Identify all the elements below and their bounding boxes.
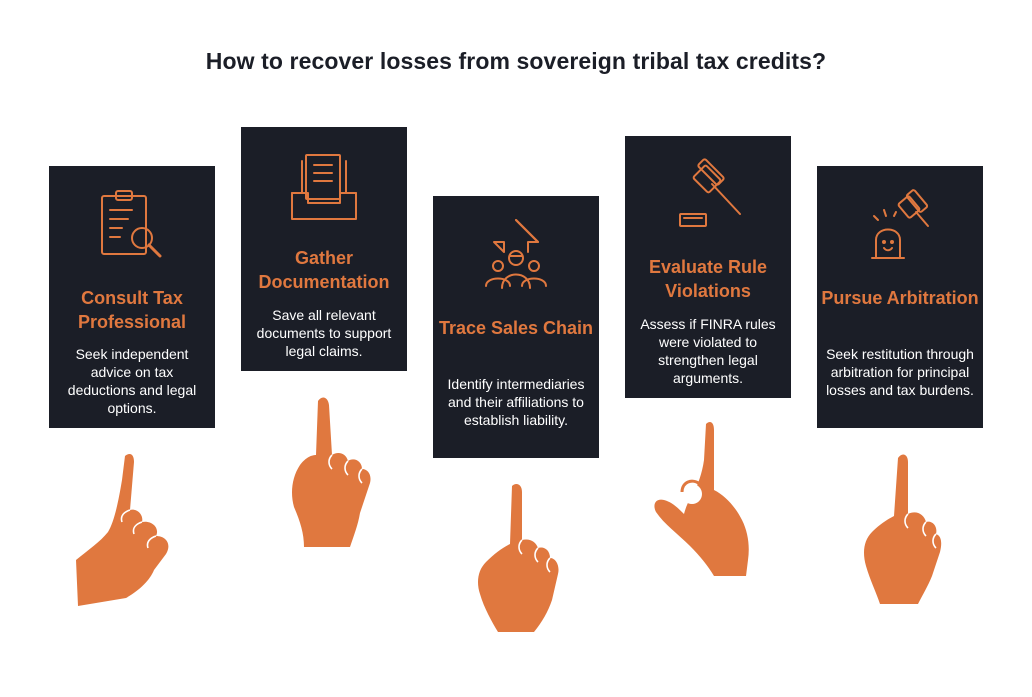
- step-card-evaluate: Evaluate Rule Violations Assess if FINRA…: [625, 136, 791, 398]
- step-card-trace: Trace Sales Chain Identify intermediarie…: [433, 196, 599, 458]
- step-description: Seek independent advice on tax deduction…: [67, 346, 197, 416]
- step-heading: Trace Sales Chain: [438, 318, 594, 338]
- clipboard-search-icon: [49, 188, 215, 268]
- pointing-hand-2: [292, 397, 371, 547]
- gavel-bell-icon: [817, 186, 983, 266]
- people-arrow-up-icon: [433, 216, 599, 296]
- pointing-hand-5: [864, 454, 942, 604]
- step-heading: Consult Tax Professional: [77, 288, 187, 332]
- step-card-arbitration: Pursue Arbitration Seek restitution thro…: [817, 166, 983, 428]
- step-description: Seek restitution through arbitration for…: [826, 346, 974, 398]
- step-heading: Gather Documentation: [258, 248, 390, 292]
- step-card-gather: Gather Documentation Save all relevant d…: [241, 127, 407, 371]
- diagram-title: How to recover losses from sovereign tri…: [205, 48, 827, 74]
- ok-hand-4: [654, 422, 749, 576]
- pointing-hand-3: [478, 484, 559, 632]
- step-heading: Evaluate Rule Violations: [648, 257, 768, 301]
- step-card-consult: Consult Tax Professional Seek independen…: [49, 166, 215, 428]
- gavel-icon: [625, 156, 791, 236]
- step-description: Identify intermediaries and their affili…: [447, 376, 585, 428]
- step-description: Save all relevant documents to support l…: [256, 307, 392, 359]
- step-description: Assess if FINRA rules were violated to s…: [640, 316, 776, 386]
- document-tray-icon: [241, 147, 407, 227]
- pointing-hand-1: [76, 454, 169, 606]
- step-heading: Pursue Arbitration: [821, 288, 979, 308]
